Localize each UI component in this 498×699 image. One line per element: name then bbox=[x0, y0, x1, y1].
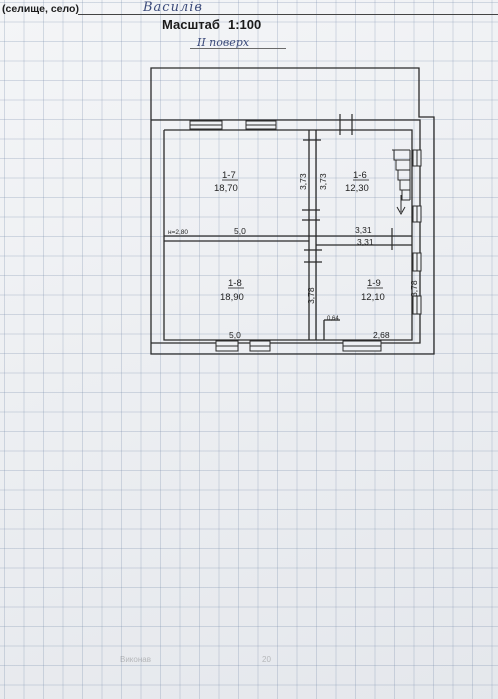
room-area-1-6: 12,30 bbox=[345, 183, 369, 194]
exterior-wall-outer bbox=[151, 119, 421, 344]
dim-mid-right-width: 3,31 bbox=[357, 237, 374, 247]
room-area-1-8: 18,90 bbox=[220, 292, 244, 303]
outer-outline bbox=[150, 67, 435, 355]
scale-label: Масштаб bbox=[162, 17, 220, 32]
settlement-label: (селище, село) bbox=[2, 3, 79, 15]
floor-handwritten-label: II поверх bbox=[197, 36, 250, 49]
dim-bottom-left-depth: 3,78 bbox=[306, 287, 316, 304]
dim-wall-height: н=2,80 bbox=[168, 229, 188, 236]
dim-top-left-width: 5,0 bbox=[234, 226, 246, 236]
room-id-1-9: 1-9 bbox=[367, 278, 381, 289]
staircase-steps bbox=[392, 149, 411, 201]
dim-top-right-width: 3,31 bbox=[355, 225, 372, 235]
dim-top-left-depth: 3,73 bbox=[298, 173, 308, 190]
floor-underline bbox=[190, 48, 286, 49]
dim-top-right-depth: 3,73 bbox=[318, 173, 328, 190]
dim-bottom-right-depth: 3,78 bbox=[409, 280, 419, 297]
room-id-1-8: 1-8 bbox=[228, 278, 242, 289]
staircase-arrow-head bbox=[396, 206, 406, 216]
footer-stamp-number: 20 bbox=[262, 655, 271, 664]
dim-bottom-left-width: 5,0 bbox=[229, 330, 241, 340]
exterior-wall-inner bbox=[163, 129, 413, 341]
scale-value: 1:100 bbox=[228, 17, 262, 32]
room-area-1-7: 18,70 bbox=[214, 183, 238, 194]
room-id-1-6: 1-6 bbox=[353, 170, 367, 181]
handwritten-name: Василів bbox=[143, 0, 203, 15]
room-area-1-9: 12,10 bbox=[361, 292, 385, 303]
dim-bottom-right-width: 2,68 bbox=[373, 330, 390, 340]
dim-small-segment: 0,64 bbox=[327, 316, 339, 322]
room-id-1-7: 1-7 bbox=[222, 170, 236, 181]
header-underline bbox=[78, 14, 498, 15]
footer-stamp-text: Виконав bbox=[120, 655, 151, 664]
